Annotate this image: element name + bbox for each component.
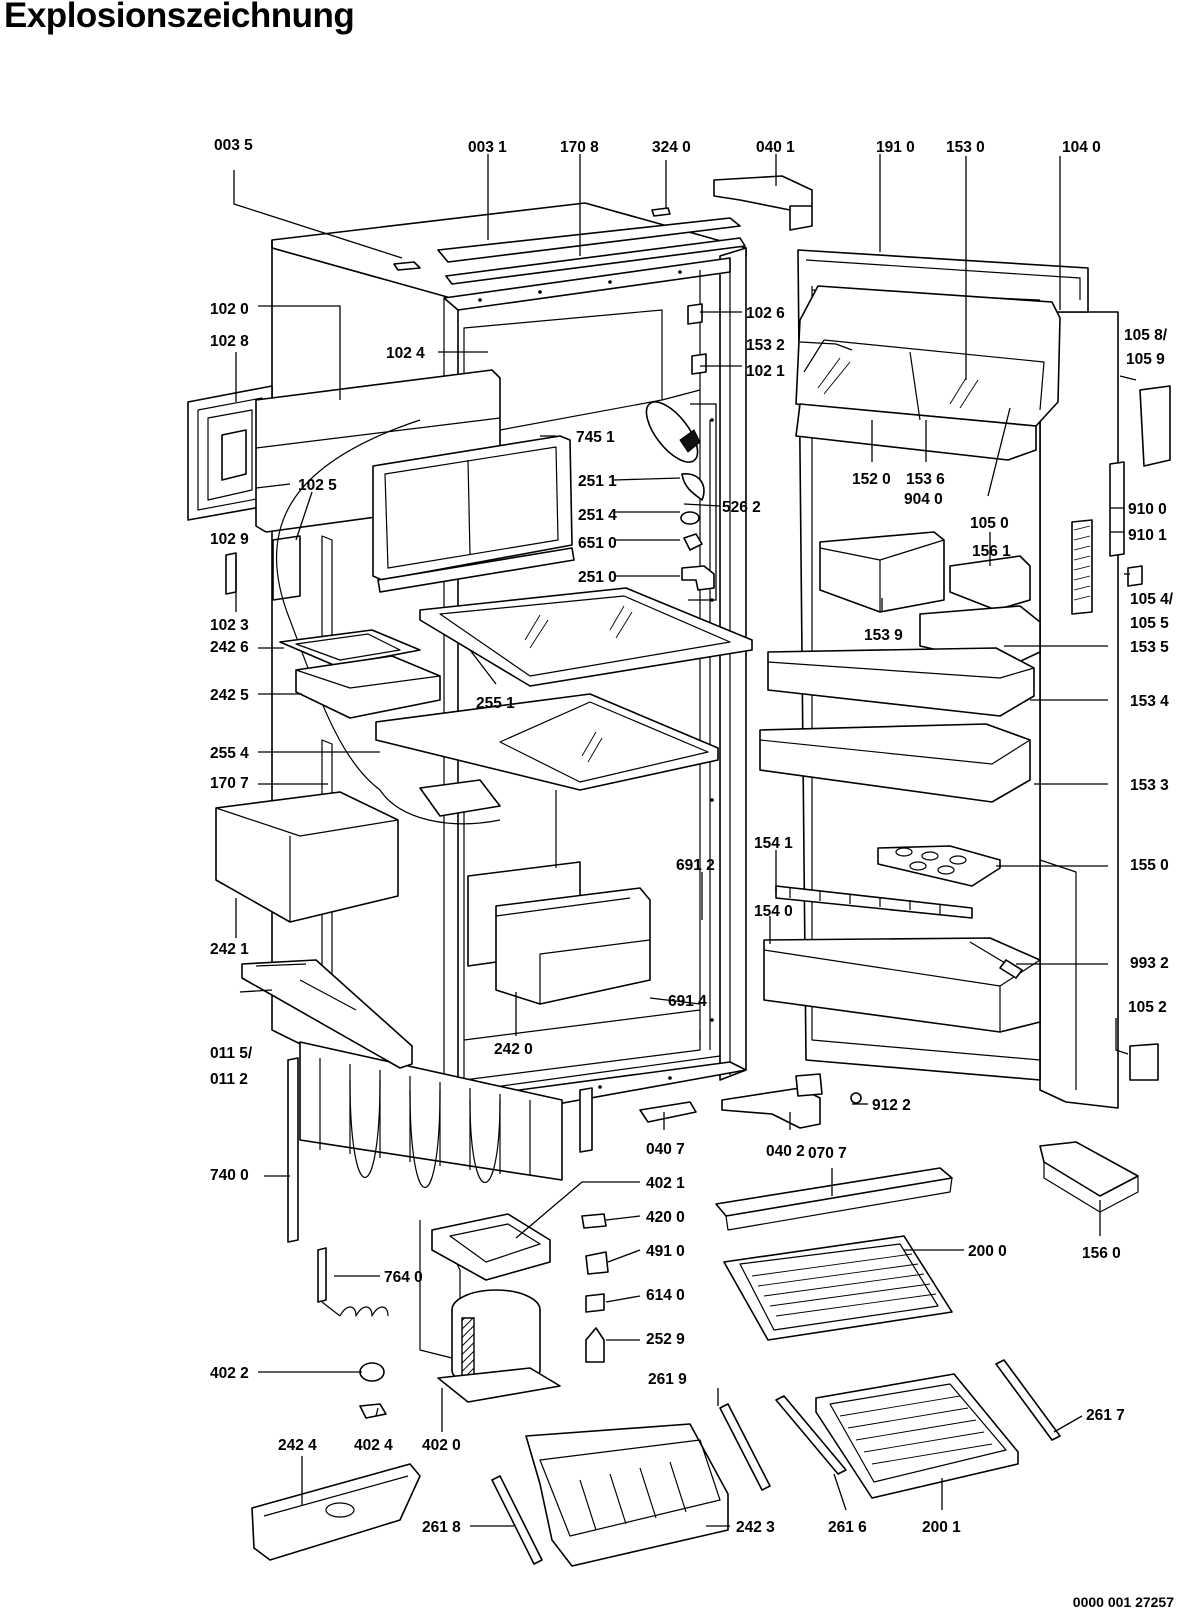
freezer-parts [187,369,575,825]
label-4022: 402 2 [210,1365,249,1382]
label-7400: 740 0 [210,1167,249,1184]
label-2001: 200 1 [922,1519,961,1536]
label-2511: 251 1 [578,473,617,490]
label-1540: 154 0 [754,903,793,920]
document-number: 0000 001 27257 [1072,1594,1174,1610]
label-0035: 003 5 [214,137,253,154]
label-3240: 324 0 [652,139,691,156]
label-1560: 156 0 [1082,1245,1121,1262]
label-5262: 526 2 [722,499,761,516]
label-2510: 251 0 [578,569,617,586]
label-2551: 255 1 [476,695,515,712]
label-1021: 102 1 [746,363,785,380]
label-0707: 070 7 [808,1145,847,1162]
label-1532: 153 2 [746,337,785,354]
hinge-and-light [645,175,813,591]
label-1910: 191 0 [876,139,915,156]
label-2423: 242 3 [736,1519,775,1536]
label-7640: 764 0 [384,1269,423,1286]
label-2618: 261 8 [422,1519,461,1536]
label-1054: 105 4/ [1130,591,1174,608]
label-4024: 402 4 [354,1437,393,1454]
part-labels: 003 5 003 1 170 8 324 0 040 1 191 0 153 … [210,137,1174,1536]
label-0115: 011 5/ [210,1045,253,1062]
label-9100: 910 0 [1128,501,1167,518]
label-6914: 691 4 [668,993,707,1010]
label-0402: 040 2 [766,1143,805,1160]
label-1025: 102 5 [298,477,337,494]
label-0031: 003 1 [468,139,507,156]
label-1541: 154 1 [754,835,793,852]
label-2426: 242 6 [210,639,249,656]
label-1050: 105 0 [970,515,1009,532]
label-2424: 242 4 [278,1437,317,1454]
door [759,249,1171,1109]
label-4200: 420 0 [646,1209,685,1226]
label-0407: 040 7 [646,1141,685,1158]
label-0112: 011 2 [210,1071,248,1088]
label-1708: 170 8 [560,139,599,156]
label-2514: 251 4 [578,507,617,524]
label-1707: 170 7 [210,775,249,792]
label-2617: 261 7 [1086,1407,1125,1424]
label-6140: 614 0 [646,1287,685,1304]
label-2425: 242 5 [210,687,249,704]
left-bins [215,629,441,923]
label-1052: 105 2 [1128,999,1167,1016]
label-1535: 153 5 [1130,639,1169,656]
label-1023: 102 3 [210,617,249,634]
label-1533: 153 3 [1130,777,1169,794]
label-9932: 993 2 [1130,955,1169,972]
label-9040: 904 0 [904,491,943,508]
label-1020: 102 0 [210,301,249,318]
label-1029: 102 9 [210,531,249,548]
label-1058: 105 8/ [1124,327,1168,344]
label-1530: 153 0 [946,139,985,156]
label-1024: 102 4 [386,345,425,362]
label-0401: 040 1 [756,139,795,156]
label-1550: 155 0 [1130,857,1169,874]
label-1026: 102 6 [746,305,785,322]
page-title: Explosionszeichnung [4,0,355,35]
label-2616: 261 6 [828,1519,867,1536]
label-1561: 156 1 [972,543,1011,560]
shelves-inner [375,587,753,1005]
label-7451: 745 1 [576,429,615,446]
label-6912: 691 2 [676,857,715,874]
lower-parts [241,959,1139,1567]
label-2529: 252 9 [646,1331,685,1348]
label-9122: 912 2 [872,1097,911,1114]
label-1520: 152 0 [852,471,891,488]
label-6510: 651 0 [578,535,617,552]
label-2421: 242 1 [210,941,249,958]
label-1539: 153 9 [864,627,903,644]
label-2619: 261 9 [648,1371,687,1388]
label-1055: 105 5 [1130,615,1169,632]
leader-lines [233,154,1137,1527]
label-2000: 200 0 [968,1243,1007,1260]
label-1028: 102 8 [210,333,249,350]
label-1059: 105 9 [1126,351,1165,368]
label-4021: 402 1 [646,1175,685,1192]
label-4910: 491 0 [646,1243,685,1260]
label-1040: 104 0 [1062,139,1101,156]
label-1536: 153 6 [906,471,945,488]
label-2554: 255 4 [210,745,249,762]
label-9101: 910 1 [1128,527,1167,544]
label-4020: 402 0 [422,1437,461,1454]
label-2420: 242 0 [494,1041,533,1058]
label-1534: 153 4 [1130,693,1169,710]
